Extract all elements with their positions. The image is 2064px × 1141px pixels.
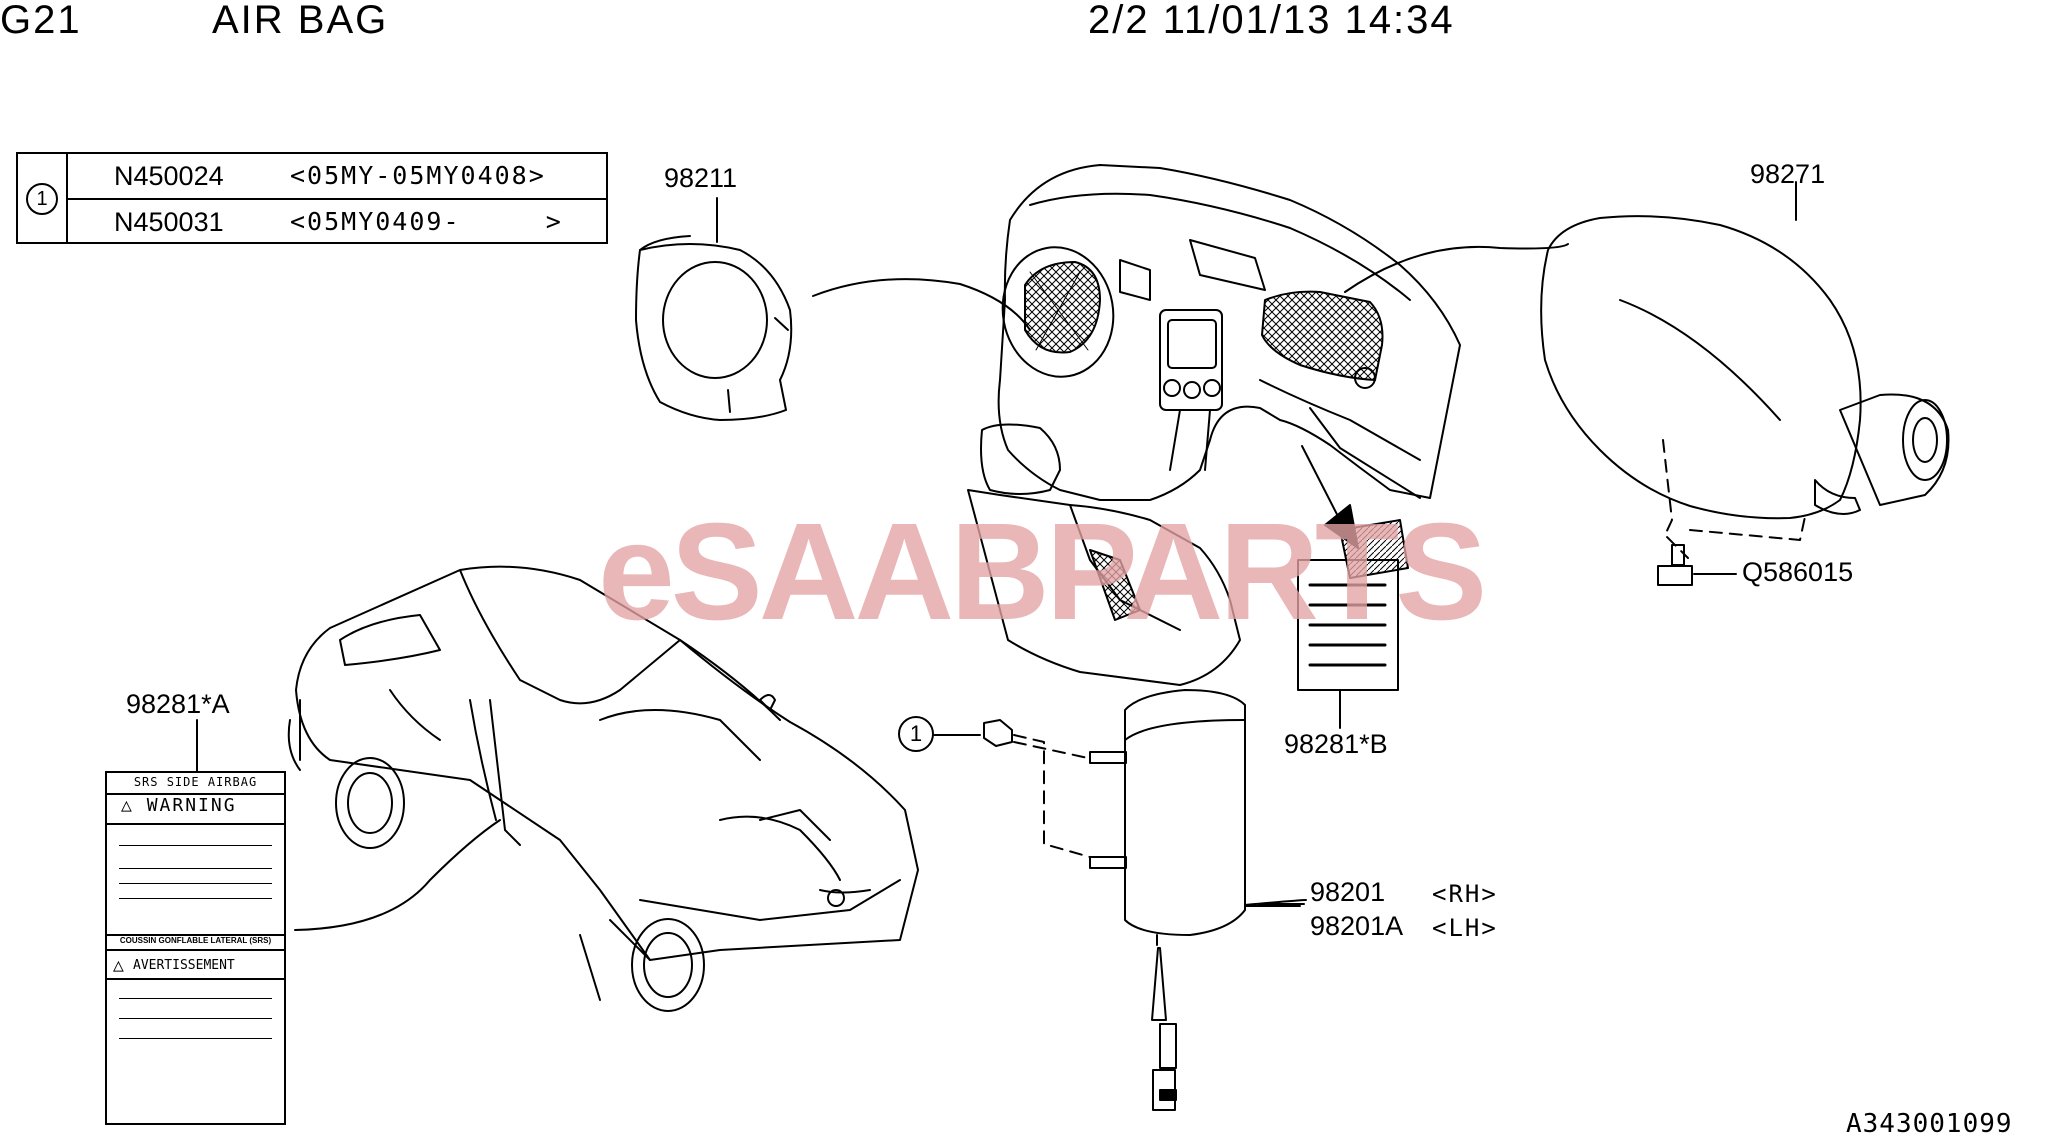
callout-bolt: Q586015 — [1742, 557, 1854, 587]
ref-model-range: <05MY0409- > — [290, 207, 563, 236]
dashboard — [997, 164, 1461, 501]
steering-airbag-module — [635, 235, 793, 421]
ref-table-row: N450031 <05MY0409- > — [68, 200, 606, 244]
callout-side-lh-marker: <LH> — [1432, 914, 1498, 942]
label-warning-text: △ WARNING — [121, 795, 237, 816]
callout-side-airbag-lh: 98201A — [1310, 911, 1404, 941]
ref-marker: 1 — [26, 183, 58, 215]
ref-model-range: <05MY-05MY0408> — [290, 161, 546, 190]
page-info: 2/2 11/01/13 14:34 — [1088, 0, 1455, 42]
passenger-airbag-module — [1540, 215, 1950, 520]
callout-side-airbag-rh: 98201 — [1310, 877, 1386, 907]
callout-steering-airbag: 98211 — [664, 163, 738, 193]
drawing-id: A343001099 — [1846, 1109, 2013, 1139]
label-avertissement-text: △ AVERTISSEMENT — [113, 955, 235, 976]
seat — [967, 423, 1241, 686]
ref-part-number: N450031 — [114, 207, 224, 237]
vehicle-body — [287, 565, 919, 1012]
ref-table-row: N450024 <05MY-05MY0408> — [68, 154, 606, 200]
diagram-title: AIR BAG — [212, 0, 389, 42]
callout-label-a: 98281*A — [126, 689, 230, 719]
callout-passenger-airbag: 98271 — [1750, 159, 1826, 189]
seat-warning-label-b — [1297, 519, 1409, 729]
warning-triangle-icon: △ — [113, 955, 124, 976]
warning-triangle-icon: △ — [121, 795, 134, 816]
diagram-code: G21 — [0, 0, 82, 42]
ref-part-number: N450024 — [114, 161, 224, 191]
watermark: eSAABPARTS — [598, 495, 1487, 649]
callout-side-rh-marker: <RH> — [1432, 880, 1498, 908]
callout-label-b: 98281*B — [1284, 729, 1388, 759]
label-heading: SRS SIDE AIRBAG — [133, 775, 258, 789]
callout-nut-marker: 1 — [898, 716, 934, 752]
side-airbag-module — [1089, 689, 1246, 1111]
part-reference-table: 1 N450024 <05MY-05MY0408> N450031 <05MY0… — [16, 152, 608, 244]
label-french-heading: COUSSIN GONFLABLE LATERAL (SRS) — [119, 936, 272, 945]
ref-marker-cell: 1 — [18, 154, 68, 242]
side-airbag-warning-label: SRS SIDE AIRBAG △ WARNING COUSSIN GONFLA… — [105, 771, 286, 1125]
bolt — [1657, 544, 1693, 586]
